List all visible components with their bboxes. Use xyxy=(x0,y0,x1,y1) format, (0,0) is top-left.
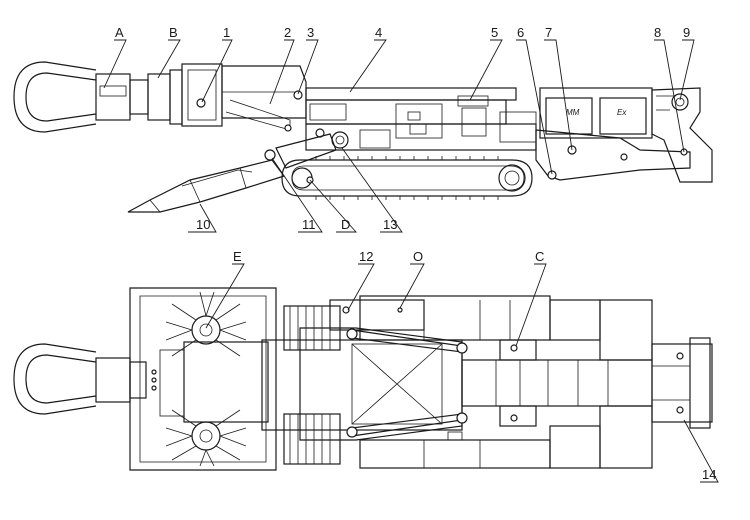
bail-loop-plan xyxy=(13,343,97,415)
boom xyxy=(461,359,653,407)
leader-lines xyxy=(103,39,719,483)
shaft-b xyxy=(129,79,149,115)
arm-11 xyxy=(275,133,337,169)
callout-o: O xyxy=(413,249,423,264)
arm-upper xyxy=(351,329,463,353)
callout-13: 13 xyxy=(383,217,397,232)
central-body-plan xyxy=(261,339,463,431)
head-a xyxy=(95,73,131,121)
callout-12: 12 xyxy=(359,249,373,264)
control-box xyxy=(539,87,653,139)
callout-6: 6 xyxy=(517,25,524,40)
rear-unit-top xyxy=(549,299,601,341)
star-cutter-bottom xyxy=(165,409,247,467)
plate-label-2: Ex xyxy=(617,108,627,117)
track-block-bottom xyxy=(283,413,341,465)
tail-14 xyxy=(651,343,713,423)
callout-a: A xyxy=(115,25,124,40)
callout-10: 10 xyxy=(196,217,210,232)
rear-frame xyxy=(535,129,691,181)
callout-14: 14 xyxy=(702,467,716,482)
ripper-10 xyxy=(127,159,285,213)
callout-2: 2 xyxy=(284,25,291,40)
callout-1: 1 xyxy=(223,25,230,40)
callout-9: 9 xyxy=(683,25,690,40)
bail-loop xyxy=(13,61,97,133)
callout-8: 8 xyxy=(654,25,661,40)
crawler-track xyxy=(281,159,533,197)
callout-labels: A B 1 2 3 4 5 6 7 8 9 10 11 D 13 E 12 O … xyxy=(115,25,716,482)
callout-e: E xyxy=(233,249,242,264)
star-cutter-top xyxy=(165,291,247,357)
upper-deck xyxy=(305,87,517,101)
deck-12 xyxy=(329,299,425,331)
callout-b: B xyxy=(169,25,178,40)
callout-3: 3 xyxy=(307,25,314,40)
callout-7: 7 xyxy=(545,25,552,40)
plan-view xyxy=(13,287,713,471)
callout-4: 4 xyxy=(375,25,382,40)
plate-label-1: MM xyxy=(566,108,580,117)
tail-section xyxy=(651,87,713,183)
callout-c: C xyxy=(535,249,544,264)
callout-11: 11 xyxy=(302,217,316,232)
deck-o xyxy=(359,295,551,341)
side-elevation-view: MM Ex xyxy=(13,61,713,213)
cutter-frame-e xyxy=(129,287,277,471)
rear-unit-bottom xyxy=(549,425,601,469)
callout-5: 5 xyxy=(491,25,498,40)
callout-d: D xyxy=(341,217,350,232)
